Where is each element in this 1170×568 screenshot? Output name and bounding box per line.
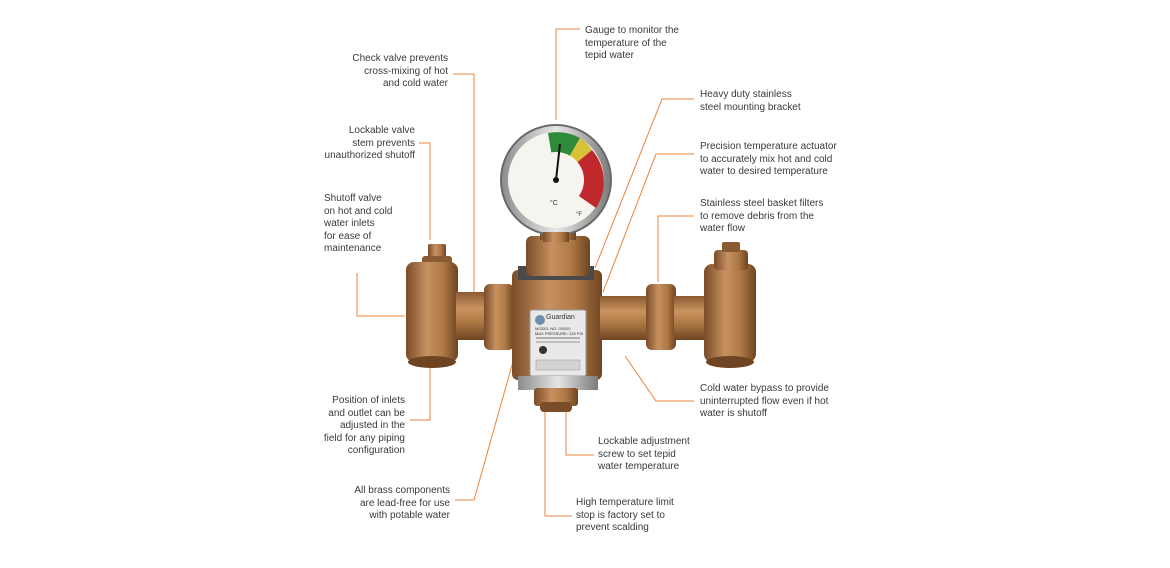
right-pipe	[600, 296, 650, 340]
label-inlets: Position of inlets and outlet can be adj…	[323, 395, 405, 457]
leader-mounting-bracket	[594, 98, 694, 269]
label-shutoff: Shutoff valve on hot and cold water inle…	[324, 193, 393, 255]
nameplate-brand: Guardian	[546, 314, 575, 321]
temperature-gauge	[500, 124, 612, 242]
nameplate-pressure: MAX PRESSURE: 125 PSI	[535, 331, 584, 336]
label-filters: Stainless steel basket filters to remove…	[700, 198, 824, 235]
adjustment-screw-cap	[540, 402, 572, 412]
label-actuator: Precision temperature actuator to accura…	[700, 141, 837, 178]
left-inlet-valve	[406, 244, 458, 368]
leader-lockable-stem	[419, 142, 431, 240]
leader-filters	[657, 215, 694, 282]
adjustment-screw-housing	[534, 388, 578, 406]
leader-gauge	[555, 28, 580, 120]
leader-lead-free	[455, 357, 515, 501]
bottom-bracket	[518, 376, 598, 390]
label-high-limit: High temperature limit stop is factory s…	[576, 497, 674, 534]
label-bypass: Cold water bypass to provide uninterrupt…	[700, 383, 829, 420]
leader-adjustment-screw	[565, 412, 594, 456]
leader-actuator	[602, 153, 694, 293]
leader-shutoff	[356, 273, 405, 317]
leader-bypass	[624, 355, 694, 402]
leader-high-limit	[544, 412, 572, 517]
gauge-unit-c: °C	[550, 200, 558, 207]
nameplate	[529, 309, 587, 377]
leader-inlets	[410, 366, 431, 421]
right-inlet-valve	[704, 242, 756, 368]
label-check-valve: Check valve prevents cross-mixing of hot…	[352, 53, 448, 90]
leader-lines	[356, 28, 694, 517]
nameplate-model: MODEL NO. G6020	[535, 326, 571, 331]
right-union	[646, 284, 676, 350]
label-adjustment-screw: Lockable adjustment screw to set tepid w…	[598, 436, 690, 473]
gauge-unit-f: °F	[576, 212, 583, 218]
label-lockable-stem: Lockable valve stem prevents unauthorize…	[324, 125, 415, 162]
label-gauge: Gauge to monitor the temperature of the …	[585, 25, 679, 62]
label-mounting-bracket: Heavy duty stainless steel mounting brac…	[700, 89, 801, 113]
leader-check-valve	[453, 73, 475, 292]
left-union	[484, 284, 514, 350]
label-lead-free: All brass components are lead-free for u…	[354, 485, 450, 522]
